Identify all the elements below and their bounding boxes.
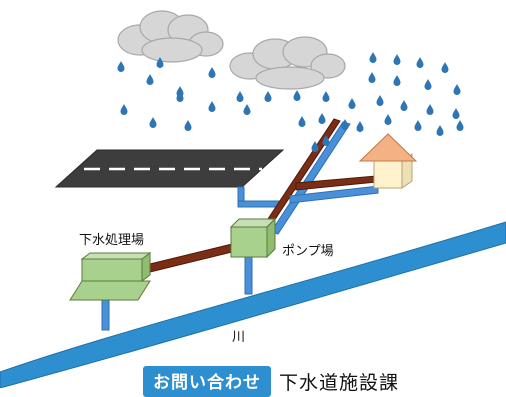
raindrop [311,141,319,152]
treatment-plant [69,252,152,301]
contact-chip[interactable]: お問い合わせ [143,365,271,397]
raindrop [322,91,330,103]
raindrop [441,62,449,73]
pump-outfall-pipe [244,255,253,295]
raindrop [293,90,301,101]
raindrop [400,100,408,111]
raindrop [146,74,154,85]
raindrop [298,116,306,128]
treatment-plant-label: 下水処理場 [79,233,145,248]
raindrop [120,104,128,115]
raindrop [236,91,244,103]
raindrop [208,67,216,78]
raindrop [322,135,330,146]
plant-outfall-pipe [101,295,110,331]
raindrop [184,120,192,131]
raindrop [424,79,432,90]
raindrop [208,101,216,112]
raindrop [341,119,349,131]
raindrop [176,91,184,103]
raindrop [393,54,401,66]
raindrop [264,91,272,103]
pump-station [229,217,277,259]
sewer-system-diagram [0,10,506,388]
raindrops [117,52,464,152]
river-label: 川 [232,330,246,345]
storm-pipe-diagonal [270,121,351,235]
raindrop [414,120,422,131]
raindrop [426,104,434,115]
pump-station-label: ポンプ場 [282,244,334,259]
sewer-pipe-main [149,243,233,273]
raindrop [376,95,384,106]
raindrop [356,121,364,132]
raindrop [149,117,157,128]
department-name: 下水道施設課 [279,371,400,394]
road [54,149,285,188]
contact-banner: お問い合わせ 下水道施設課 [143,365,400,397]
raindrop [318,113,326,125]
raindrop [369,52,377,63]
cloud-left [117,10,224,63]
raindrop [416,57,424,68]
storm-pipe-road [237,186,283,208]
raindrop [453,84,461,96]
raindrop [243,104,251,115]
raindrop [436,125,444,136]
raindrop [384,114,392,125]
raindrop [393,75,401,87]
house [358,133,418,189]
raindrop [156,57,164,68]
raindrop [117,61,125,73]
river [0,221,506,388]
raindrop [452,108,460,119]
cloud-right [229,36,346,90]
raindrop [348,98,356,110]
sewer-pipe-diagonal [261,118,341,231]
storm-pipe-house [289,185,379,204]
raindrop [368,72,376,83]
raindrop [456,120,464,131]
